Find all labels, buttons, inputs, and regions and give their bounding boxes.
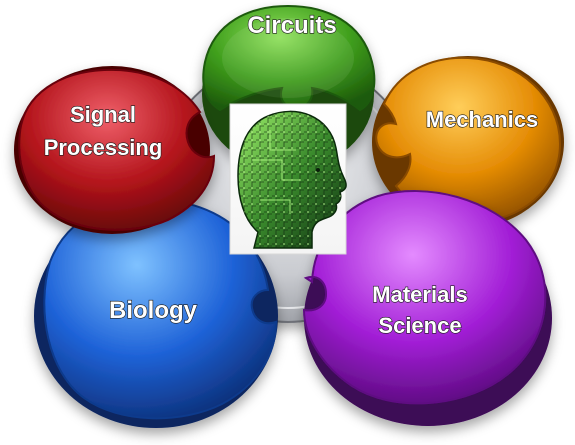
- label-biology: Biology: [109, 297, 198, 324]
- petal-biology[interactable]: [34, 198, 278, 428]
- label-mechanics: Mechanics: [426, 107, 539, 132]
- human-head-circuit-icon: [237, 110, 347, 249]
- label-signal-line2: Processing: [44, 135, 163, 160]
- label-materials-line2: Science: [378, 313, 461, 338]
- petal-materials-science[interactable]: [302, 190, 552, 426]
- label-signal-line1: Signal: [70, 102, 136, 127]
- center-head-image: [229, 103, 347, 255]
- label-circuits: Circuits: [247, 12, 336, 39]
- petal-signal-processing[interactable]: [14, 66, 216, 234]
- label-materials-line1: Materials: [372, 282, 467, 307]
- petal-mechanics[interactable]: [372, 56, 564, 228]
